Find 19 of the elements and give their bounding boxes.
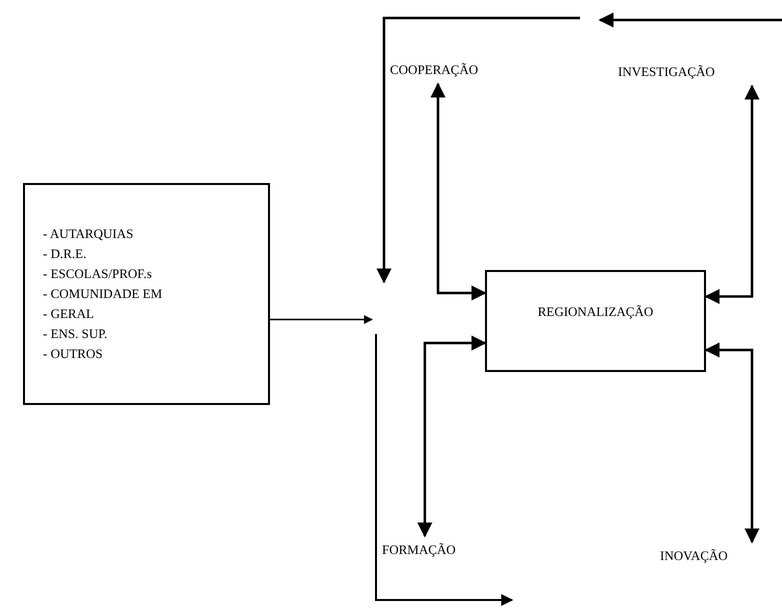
list-item: - COMUNIDADE EM xyxy=(43,285,164,303)
arrow xyxy=(270,315,373,324)
list-box xyxy=(23,183,270,405)
concept-label: COOPERAÇÃO xyxy=(390,61,478,80)
process-box xyxy=(485,270,706,372)
list-item: - ESCOLAS/PROF.s xyxy=(43,265,153,283)
box-title: REGIONALIZAÇÃO xyxy=(538,303,654,321)
list-item: - GERAL xyxy=(43,305,95,323)
concept-label: INVESTIGAÇÃO xyxy=(618,63,715,82)
list-item: - D.R.E. xyxy=(43,245,88,263)
arrow xyxy=(417,336,486,538)
arrow xyxy=(704,84,760,304)
concept-label: FORMAÇÃO xyxy=(382,541,456,560)
list-item: - OUTROS xyxy=(43,345,104,363)
list-item: - ENS. SUP. xyxy=(43,325,108,343)
concept-label: INOVAÇÃO xyxy=(660,547,728,566)
arrow xyxy=(704,342,760,544)
arrow xyxy=(430,82,486,300)
list-item: - AUTARQUIAS xyxy=(43,225,134,243)
